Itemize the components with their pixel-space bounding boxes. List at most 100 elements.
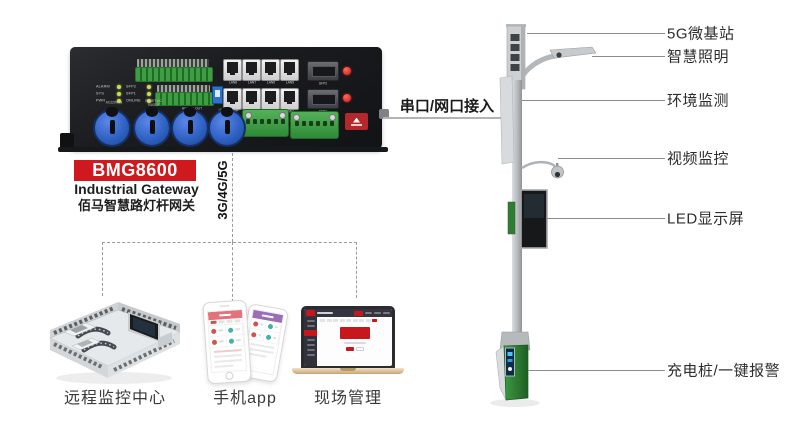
- leader-line: [522, 100, 665, 101]
- led-light: [117, 84, 121, 89]
- lan-port: LAN6: [261, 59, 280, 85]
- logo-text-bar: [351, 123, 362, 126]
- pole-label-5g: 5G微基站: [667, 25, 735, 43]
- connector-label: RESET AC-IN/OUT: [145, 99, 163, 107]
- meeting-table: [77, 340, 93, 347]
- led-label: PWR: [96, 98, 106, 103]
- pole-label-environment: 环境监测: [667, 92, 730, 110]
- alarm-button: [508, 367, 512, 371]
- rj45-jack: [265, 62, 276, 75]
- phone-speaker: [219, 304, 230, 308]
- rj45-jack: [246, 62, 257, 75]
- web-dashboard-illustration: [292, 306, 404, 378]
- sfp-slot: [312, 66, 336, 77]
- lan-port: LAN3: [242, 88, 261, 114]
- leader-line: [547, 218, 665, 219]
- dashboard-sidebar: [304, 317, 317, 366]
- pole-label-led: LED显示屏: [667, 210, 745, 228]
- screw: [279, 112, 286, 119]
- dashed-connector-line: [232, 153, 233, 242]
- io-terminal-block: [290, 111, 339, 139]
- fixture-mount: [556, 52, 562, 58]
- screw: [245, 112, 252, 119]
- dashboard-logo: [306, 310, 315, 316]
- dashboard-topbar: [304, 309, 392, 317]
- led-indicator-panel: SFP2 SFP1 ONLINE: [126, 83, 176, 104]
- smart-pole-illustration: [490, 24, 597, 407]
- pole-mast: [512, 80, 522, 342]
- app-cards: [248, 317, 282, 345]
- dashed-connector-line: [356, 242, 357, 298]
- antenna-vent: [510, 64, 520, 71]
- meeting-table: [70, 325, 88, 333]
- window-row: [121, 307, 177, 330]
- antenna-vent: [510, 34, 520, 41]
- dashed-connector-line: [102, 242, 357, 243]
- video-wall-image: [133, 317, 155, 337]
- rj45-jack: [284, 62, 295, 75]
- phone-home-button: [225, 371, 234, 381]
- room-shadow: [56, 372, 172, 384]
- lan-port-label: LAN7: [247, 81, 257, 85]
- led-light: [147, 98, 151, 103]
- pole-label-charging: 充电桩/一键报警: [667, 362, 781, 380]
- camera-lens: [554, 171, 561, 178]
- leader-line: [527, 33, 665, 34]
- active-nav-chip: [354, 310, 363, 316]
- screw: [293, 114, 300, 121]
- mount-ear-left: [60, 133, 74, 149]
- gateway-device: ALARM SYS PWR SFP2 SFP1 ONLINE LAN8 LAN7…: [60, 47, 389, 149]
- window-row: [53, 342, 103, 369]
- status-led-red: [343, 67, 351, 75]
- device-name-cn: 佰马智慧路灯杆网关: [77, 198, 195, 213]
- lan-port-label: LAN5: [285, 81, 295, 85]
- lan-port-label: LAN8: [228, 81, 238, 85]
- leader-line: [558, 158, 665, 159]
- status-led-red: [343, 94, 351, 102]
- caption-site-management: 现场管理: [313, 390, 382, 407]
- sfp-port-label: SFP2: [318, 82, 328, 86]
- entry-block: [158, 332, 172, 348]
- led-label: ONLINE: [126, 98, 141, 103]
- pole-banner: [507, 201, 516, 235]
- dashboard-red-panel: [339, 327, 370, 339]
- antenna-cap: [506, 24, 526, 27]
- screw: [329, 114, 336, 121]
- dashboard-content: [317, 317, 392, 366]
- caption-mobile-app: 手机app: [213, 390, 277, 407]
- led-display-glow: [524, 194, 544, 218]
- device-base-plate: [58, 147, 388, 152]
- camera-arm: [521, 160, 556, 170]
- cancel-button-mini: [355, 347, 364, 351]
- wired-link-label: 串口/网口接入: [399, 98, 495, 115]
- rj45-jack: [227, 91, 238, 104]
- laptop-screen: [301, 306, 395, 369]
- power-connector: [208, 107, 246, 147]
- sfp-port: SFP2: [307, 61, 339, 86]
- sfp-slot: [312, 94, 336, 105]
- sidebar-active-item: [304, 330, 317, 336]
- cabinet-screen-pixel: [507, 352, 513, 356]
- terminal-pins: [137, 59, 209, 67]
- rj45-jack: [265, 91, 276, 104]
- antenna-side-face: [521, 26, 525, 89]
- lan-port-label: LAN6: [266, 81, 276, 85]
- rj45-jack: [246, 91, 257, 104]
- caption-monitoring-center: 远程监控中心: [63, 390, 166, 407]
- io-terminal-block: [242, 109, 289, 137]
- model-badge: BMG8600: [74, 160, 196, 181]
- lan-port: LAN5: [280, 59, 299, 85]
- led-label: SYS: [96, 91, 105, 96]
- cellular-link-label: 3G/4G/5G: [215, 160, 230, 220]
- phone-screen: [206, 308, 248, 374]
- leader-line: [592, 56, 665, 57]
- usb-tongue: [215, 90, 220, 97]
- led-light: [147, 91, 151, 96]
- mount-ear-right: [379, 109, 389, 119]
- terminal-pins: [157, 85, 210, 92]
- dashed-connector-line: [102, 242, 103, 296]
- led-light: [117, 98, 121, 103]
- sfp-port: SFP1: [307, 89, 339, 114]
- vendor-logo-badge: [345, 113, 368, 130]
